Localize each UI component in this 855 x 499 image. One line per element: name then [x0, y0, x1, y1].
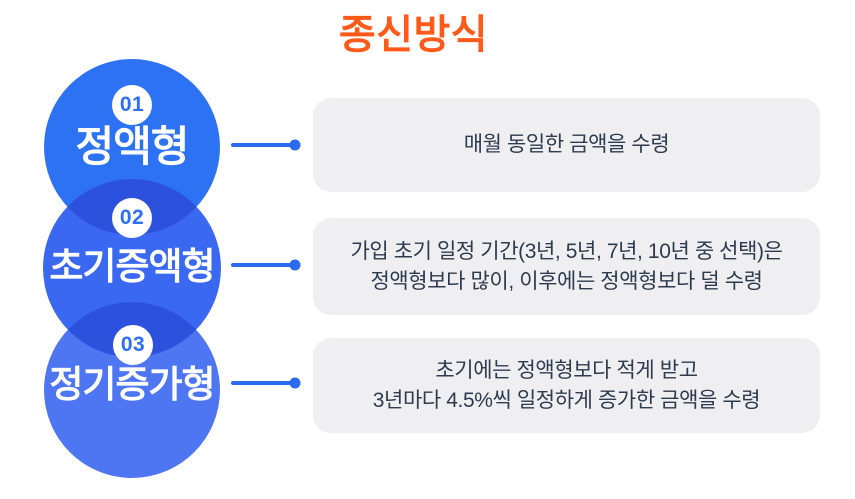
circle-02	[43, 179, 221, 357]
step-number-badge-02: 02	[112, 198, 152, 238]
description-box-02: 가입 초기 일정 기간(3년, 5년, 7년, 10년 중 선택)은 정액형보다…	[313, 218, 820, 315]
step-number-03: 03	[120, 333, 146, 356]
description-box-03: 초기에는 정액형보다 적게 받고 3년마다 4.5%씩 일정하게 증가한 금액을…	[313, 338, 820, 433]
circle-label-03: 정기증가형	[49, 364, 215, 405]
connector-dot-1	[289, 139, 301, 151]
description-line: 3년마다 4.5%씩 일정하게 증가한 금액을 수령	[372, 388, 761, 412]
description-box-01: 매월 동일한 금액을 수령	[313, 98, 820, 192]
description-line: 가입 초기 일정 기간(3년, 5년, 7년, 10년 중 선택)은	[350, 239, 783, 263]
step-number-badge-01: 01	[112, 85, 152, 125]
circle-03	[44, 302, 220, 478]
circle-label-01: 정액형	[75, 123, 190, 170]
connector-dot-3	[289, 377, 301, 389]
circle-label-02: 초기증액형	[49, 246, 215, 287]
step-number-badge-03: 03	[113, 325, 153, 365]
description-text-02: 가입 초기 일정 기간(3년, 5년, 7년, 10년 중 선택)은 정액형보다…	[350, 237, 782, 297]
description-text-01: 매월 동일한 금액을 수령	[464, 130, 670, 160]
step-number-02: 02	[119, 206, 145, 229]
connector-dot-2	[289, 259, 301, 271]
description-line: 정액형보다 많이, 이후에는 정액형보다 덜 수령	[370, 269, 763, 293]
description-line: 매월 동일한 금액을 수령	[463, 133, 670, 156]
step-number-01: 01	[119, 93, 145, 116]
description-text-03: 초기에는 정액형보다 적게 받고 3년마다 4.5%씩 일정하게 증가한 금액을…	[372, 356, 761, 416]
description-line: 초기에는 정액형보다 적게 받고	[435, 358, 698, 382]
page-title: 종신방식	[338, 13, 489, 57]
